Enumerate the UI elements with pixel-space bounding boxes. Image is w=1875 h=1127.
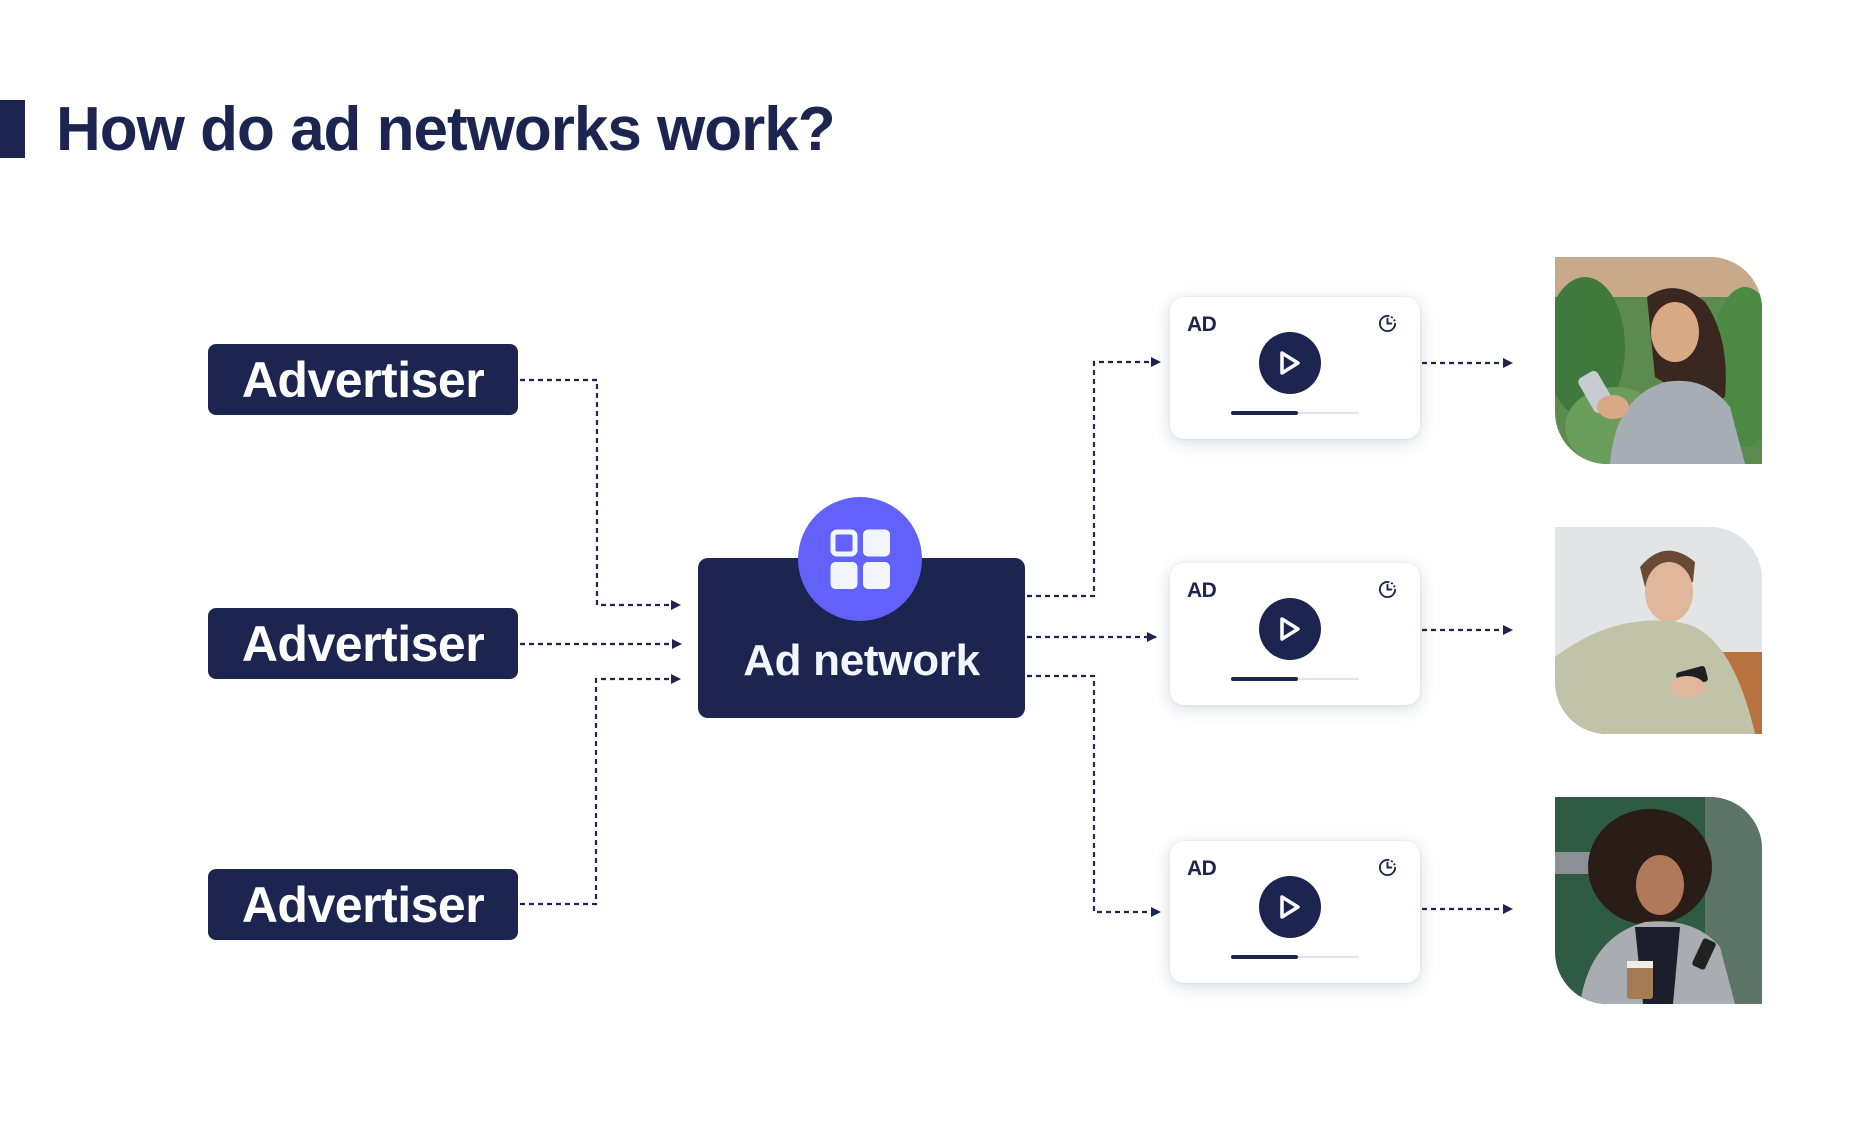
grid-apps-icon (830, 529, 890, 589)
ad-progress-track (1231, 955, 1359, 959)
play-button[interactable] (1259, 332, 1321, 394)
play-button[interactable] (1259, 598, 1321, 660)
advertiser-box: Advertiser (208, 869, 518, 940)
audience-photo (1555, 527, 1762, 734)
ad-badge: AD (1187, 579, 1217, 602)
advertiser-box: Advertiser (208, 608, 518, 679)
advertiser-label: Advertiser (241, 615, 485, 672)
clock-icon (1378, 314, 1397, 333)
ad-progress-fill (1231, 955, 1298, 959)
play-icon (1280, 351, 1300, 375)
person-illustration (1555, 257, 1762, 464)
audience-photo (1555, 257, 1762, 464)
connector-advertiser-1 (520, 378, 681, 610)
advertiser-label: Advertiser (241, 351, 485, 408)
connector-advertiser-3 (520, 674, 681, 906)
ad-card: AD (1170, 841, 1420, 983)
play-icon (1280, 617, 1300, 641)
audience-photo (1555, 797, 1762, 1004)
ad-card: AD (1170, 297, 1420, 439)
ad-card: AD (1170, 563, 1420, 705)
ad-progress-fill (1231, 677, 1298, 681)
ad-progress-track (1231, 411, 1359, 415)
play-button[interactable] (1259, 876, 1321, 938)
person-illustration (1555, 527, 1762, 734)
ad-network-badge (798, 497, 922, 621)
ad-progress-track (1231, 677, 1359, 681)
person-illustration (1555, 797, 1762, 1004)
ad-badge: AD (1187, 857, 1217, 880)
ad-progress-fill (1231, 411, 1298, 415)
ad-badge: AD (1187, 313, 1217, 336)
ad-network-label: Ad network (743, 636, 980, 685)
advertiser-label: Advertiser (241, 876, 485, 933)
advertiser-box: Advertiser (208, 344, 518, 415)
connector-card-1 (1027, 357, 1161, 598)
clock-icon (1378, 580, 1397, 599)
page-title: How do ad networks work? (56, 95, 836, 164)
clock-icon (1378, 858, 1397, 877)
play-icon (1280, 895, 1300, 919)
title-accent-bar (0, 100, 25, 158)
connector-card-3 (1027, 674, 1161, 917)
